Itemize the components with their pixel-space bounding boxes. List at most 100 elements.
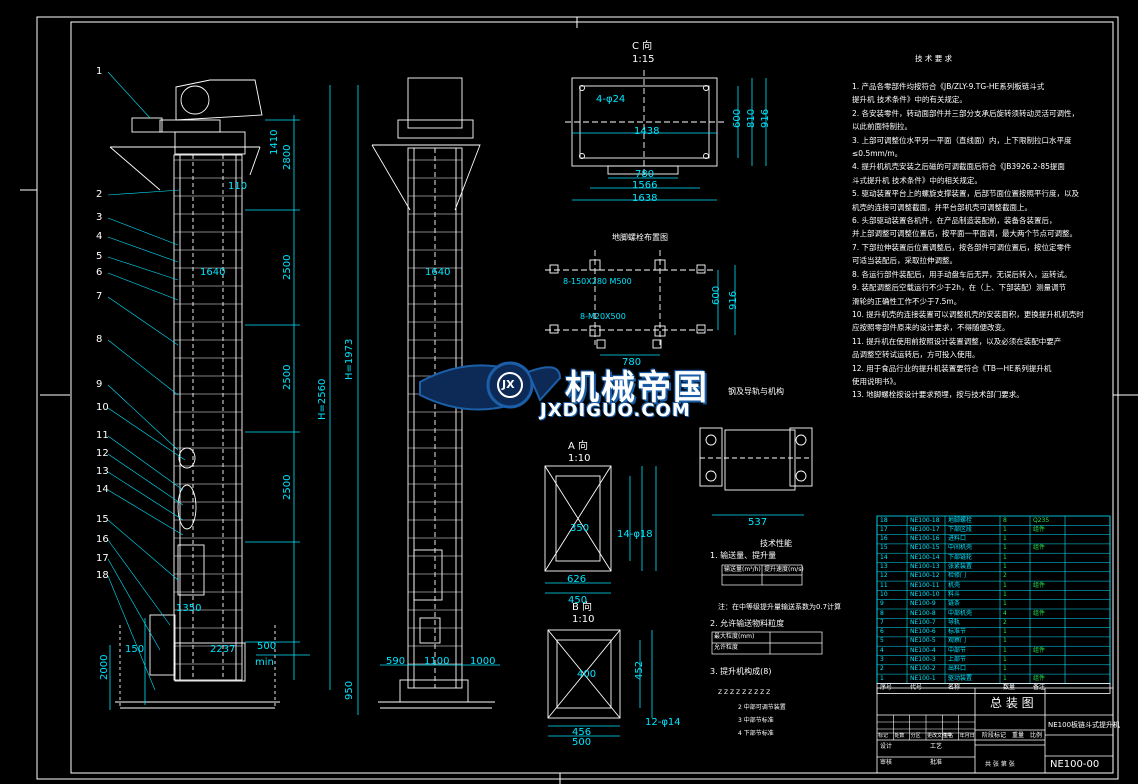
leader-line-3 (107, 217, 179, 246)
bom-cell: 10 (880, 590, 888, 598)
tech-item: 应按照零部件原来的设计要求，不得随便改变。 (852, 323, 1010, 333)
part-label-15: 15 (96, 514, 109, 525)
dim-110: 110 (228, 181, 248, 192)
leader-line-5 (107, 256, 179, 281)
dim-916: 916 (760, 108, 771, 128)
bom-cell: 9 (880, 600, 884, 608)
process-label: 工艺 (930, 743, 943, 750)
perf-note: 注：在中等级提升量输送系数为0.7计算 (718, 603, 842, 611)
base-dims (600, 265, 736, 356)
bom-cell: 14 (880, 553, 888, 561)
bom-cell: 组件 (1033, 581, 1046, 589)
bom-cell: 检修门 (948, 572, 967, 580)
bom-cell: NE100-18 (910, 516, 940, 524)
bom-cell: 11 (880, 581, 888, 589)
bom-cell: NE100-16 (910, 535, 940, 543)
tech-item: 12. 用于食品行业的提升机装置要符合《TB—HE系列提升机 (852, 363, 1052, 373)
dim-min: min (255, 657, 274, 668)
bom-cell: NE100-9 (910, 600, 936, 608)
dim-m20: 8-M20X500 (580, 312, 626, 321)
dim-side-1640: 1640 (425, 267, 451, 278)
dim-base-600: 600 (711, 285, 722, 305)
bom-cell: 链条 (948, 600, 961, 608)
part-label-16: 16 (96, 534, 109, 545)
dim-1438: 1438 (634, 126, 660, 137)
bom-cell: NE100-11 (910, 581, 940, 589)
drawing-name: 总 装 图 (990, 696, 1034, 710)
dim-150: 150 (125, 644, 145, 655)
dim-2000: 2000 (99, 654, 110, 680)
dim-810: 810 (746, 108, 757, 128)
bom-cell: 进料口 (948, 535, 967, 543)
bom-cell: 组件 (1033, 646, 1046, 654)
watermark-en: JXDIGUO.COM (540, 400, 691, 421)
bom-header-cell: 名称 (948, 684, 961, 692)
leader-line-17 (107, 558, 161, 651)
bom-cell: 2 (1003, 572, 1007, 580)
dim-h-lift: H=2560 (317, 378, 328, 420)
b-view-dims (548, 630, 653, 737)
tech-item: 提升机 技术条件》中的有关规定。 (852, 95, 967, 105)
part-label-12: 12 (96, 448, 109, 459)
tech-title: 技 术 要 求 (915, 54, 953, 63)
b-view-scale: 1:10 (572, 614, 595, 625)
dim-2500a: 2500 (282, 254, 293, 280)
part-label-2: 2 (96, 189, 103, 200)
bom-cell: 中部节 (948, 646, 967, 654)
front-view-rungs (174, 159, 242, 665)
bom-cell: 组件 (1033, 674, 1046, 682)
tech-item: 2. 各安装零件，转动面部件并三部分支承后旋转须转动灵活可调性， (852, 108, 1080, 118)
part-label-8: 8 (96, 334, 103, 345)
bom-cell: NE100-5 (910, 637, 936, 645)
bom-cell: NE100-6 (910, 628, 936, 636)
title-block-row-label: 分区 (910, 733, 921, 739)
perf-title: 技术性能 (760, 539, 792, 548)
leader-line-11 (107, 435, 184, 491)
bom-cell: 1 (1003, 544, 1007, 552)
dim-1640: 1640 (200, 267, 226, 278)
bom-cell: 8 (1003, 516, 1007, 524)
watermark-cn: 机械帝国 (565, 368, 709, 408)
leader-line-4 (107, 236, 179, 263)
leader-line-14 (107, 489, 184, 536)
a-view-scale: 1:10 (568, 453, 591, 464)
tech-item: 9. 装配调整后空载运行不少于2h，在（上、下部装配）测量调节 (852, 283, 1067, 293)
tech-item: ≤0.5mm/m。 (852, 149, 903, 159)
bom-cell: 1 (1003, 581, 1007, 589)
dim-600: 600 (732, 108, 743, 128)
leader-line-12 (107, 453, 184, 506)
performance-table (711, 564, 823, 655)
bom-cell: 1 (1003, 674, 1007, 682)
tech-item: 使用说明书》。 (852, 376, 901, 386)
scale-label: 比例 (1030, 732, 1043, 739)
bom-cell: NE100-1 (910, 674, 936, 682)
bom-cell: 标准节 (948, 628, 967, 636)
bom-cell: NE100-17 (910, 525, 940, 533)
bom-cell: NE100-15 (910, 544, 940, 552)
leader-line-15 (107, 519, 179, 581)
bom-table (876, 515, 1111, 694)
check-label: 审核 (880, 759, 893, 766)
dim-780: 780 (635, 169, 655, 180)
bom-cell: 组件 (1033, 544, 1046, 552)
dim-base-916: 916 (728, 290, 739, 310)
title-block (876, 687, 1114, 774)
bom-cell: 驱动装置 (948, 674, 973, 682)
dim-b-456: 456 (572, 727, 592, 738)
perf-hdr-0: 输送量(m³/h) (724, 566, 761, 573)
bom-cell: 组件 (1033, 525, 1046, 533)
tech-item: 7. 下部拉伸装置后位置调整后，按各部件可调位置后，按位定零件 (852, 242, 1072, 252)
bom-cell: 导轨 (948, 618, 961, 626)
bom-cell: 1 (1003, 637, 1007, 645)
leader-line-13 (107, 471, 184, 521)
tech-item: 可适当装配后，采取拉伸调整。 (852, 256, 957, 266)
leader-line-9 (107, 384, 179, 451)
bom-cell: 1 (1003, 665, 1007, 673)
a-view-title: A 向 (568, 441, 589, 452)
title-block-grid (877, 715, 975, 740)
bom-cell: 1 (1003, 600, 1007, 608)
bom-cell: 观察门 (948, 637, 967, 645)
perf-sub3: 3. 提升机构成(8) (710, 667, 772, 676)
tech-item: 8. 各运行部件装配后，用手动盘车后无异，无误后转入，运转试。 (852, 269, 1072, 279)
hopper-detail (699, 427, 813, 491)
